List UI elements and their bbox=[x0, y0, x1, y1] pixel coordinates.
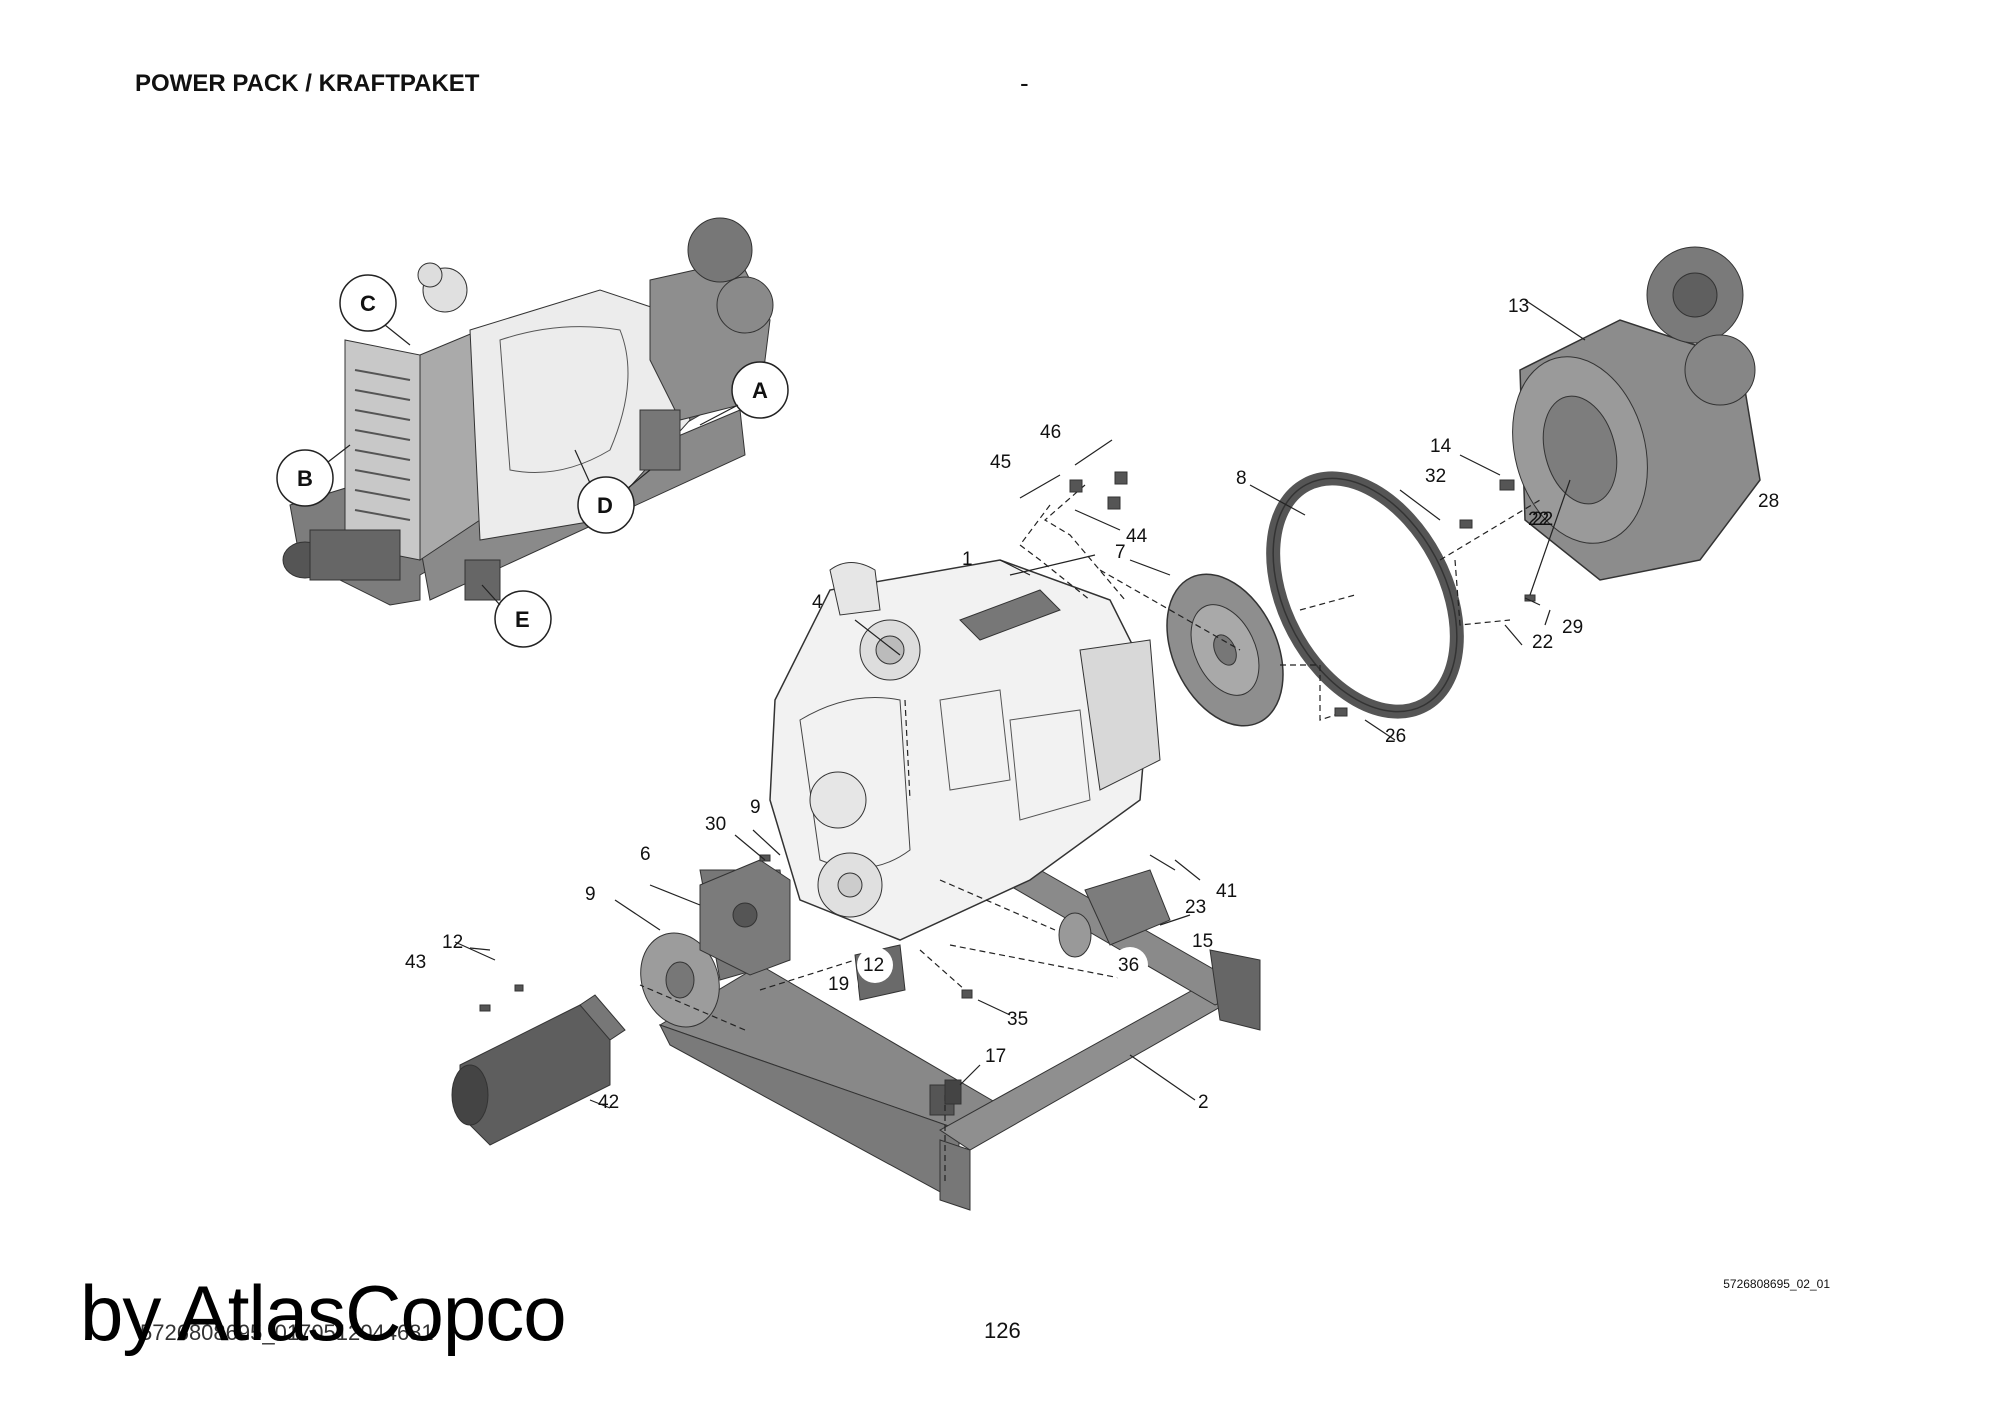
part-label: 44 bbox=[1126, 526, 1148, 547]
part-label: 6 bbox=[640, 844, 651, 865]
fasteners bbox=[479, 471, 1536, 1105]
part-label: 26 bbox=[1385, 726, 1406, 747]
svg-text:E: E bbox=[515, 607, 530, 632]
svg-text:D: D bbox=[597, 493, 613, 518]
compressor bbox=[1512, 246, 1761, 581]
part-label: 15 bbox=[1192, 931, 1213, 952]
part-label: 17 bbox=[985, 1046, 1006, 1067]
part-label: 36 bbox=[1118, 955, 1139, 976]
part-label: 2 bbox=[1198, 1092, 1209, 1113]
part-label: 8 bbox=[1236, 468, 1247, 489]
part-label: 9 bbox=[585, 884, 596, 905]
part-label: 1 bbox=[962, 549, 973, 570]
coupling bbox=[640, 932, 720, 1028]
part-label: 28 bbox=[1758, 491, 1779, 512]
part-label: 41 bbox=[1216, 881, 1237, 902]
part-label: 35 bbox=[1007, 1009, 1028, 1030]
part-label: 22 bbox=[1532, 509, 1553, 530]
housing-ring bbox=[1266, 471, 1464, 719]
part-number-labels: 1 2 4 6 7 8 9 9 12 12 13 14 15 17 19 22 … bbox=[405, 296, 1779, 1113]
svg-text:C: C bbox=[360, 291, 376, 316]
header-separator: - bbox=[1020, 68, 1029, 98]
page-number: 126 bbox=[984, 1318, 1021, 1343]
part-label: 22 bbox=[1528, 509, 1549, 530]
part-label: 23 bbox=[1185, 897, 1206, 918]
part-label: 14 bbox=[1430, 436, 1452, 457]
overview-assembly: C A B D E bbox=[276, 217, 789, 648]
document-reference: 5726808695_0170512044681 bbox=[140, 1320, 434, 1345]
part-label: 12 bbox=[863, 955, 884, 976]
part-label: 13 bbox=[1508, 296, 1529, 317]
part-label: 45 bbox=[990, 452, 1011, 473]
leader-lines bbox=[454, 299, 1586, 1109]
part-label: 19 bbox=[828, 974, 849, 995]
flywheel bbox=[1166, 573, 1284, 727]
part-label: 22 bbox=[1532, 632, 1553, 653]
assembly-lines bbox=[639, 484, 1541, 1185]
page-title: POWER PACK / KRAFTPAKET bbox=[135, 70, 480, 97]
part-label: 12 bbox=[442, 932, 463, 953]
svg-text:A: A bbox=[752, 378, 768, 403]
starter-motor bbox=[1058, 869, 1171, 958]
engine bbox=[769, 559, 1161, 941]
part-label: 32 bbox=[1425, 466, 1446, 487]
part-label: 7 bbox=[1115, 542, 1126, 563]
hydraulic-pump bbox=[451, 994, 626, 1146]
svg-text:B: B bbox=[297, 466, 313, 491]
part-label: 30 bbox=[705, 814, 726, 835]
part-label: 4 bbox=[812, 592, 823, 613]
drawing-id: 5726808695_02_01 bbox=[1723, 1277, 1830, 1291]
part-label: 9 bbox=[750, 797, 761, 818]
part-label: 29 bbox=[1562, 617, 1583, 638]
part-label: 42 bbox=[598, 1092, 619, 1113]
part-label: 46 bbox=[1040, 422, 1061, 443]
watermark: by AtlasCopco bbox=[80, 1269, 567, 1357]
part-label: 43 bbox=[405, 952, 426, 973]
